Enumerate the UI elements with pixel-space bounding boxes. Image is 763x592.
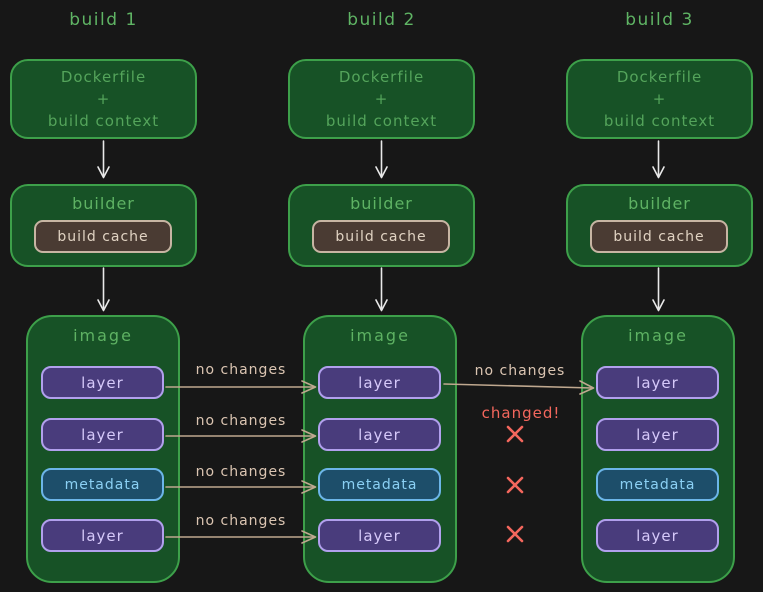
builder-label: builder [350, 194, 413, 213]
arrow-build2-builder-to-image-icon [375, 267, 388, 312]
changed-x-icon [506, 525, 524, 543]
source-line-context: build context [325, 112, 438, 130]
arrow-build1-builder-to-image-icon [97, 267, 110, 312]
build-1-source-box: Dockerfile + build context [10, 59, 197, 139]
build-2-source-box: Dockerfile + build context [288, 59, 475, 139]
layer-label: layer [358, 373, 401, 392]
build-1-title: build 1 [69, 10, 138, 30]
build-3-title: build 3 [625, 10, 694, 30]
source-line-dockerfile: Dockerfile [60, 68, 147, 86]
layer-label: layer [358, 526, 401, 545]
arrow-no-changes-layer1-icon [165, 380, 317, 394]
build-2-layer-3: layer [318, 519, 441, 552]
metadata-label: metadata [341, 476, 418, 493]
layer-label: layer [636, 425, 679, 444]
build-3-image-box: image layer layer metadata layer [581, 315, 735, 583]
source-line-context: build context [603, 112, 716, 130]
no-changes-label: no changes [474, 363, 566, 379]
layer-label: layer [81, 425, 124, 444]
build-3-cache-box: build cache [590, 220, 728, 253]
build-3-layer-2: layer [596, 418, 719, 451]
build-2-image-box: image layer layer metadata layer [303, 315, 457, 583]
build-2-layer-1: layer [318, 366, 441, 399]
source-line-plus: + [652, 90, 667, 108]
build-2-layer-2: layer [318, 418, 441, 451]
cache-label: build cache [57, 228, 149, 245]
no-changes-label: no changes [195, 362, 287, 378]
image-label: image [628, 326, 688, 345]
build-1-layer-2: layer [41, 418, 164, 451]
build-1-metadata: metadata [41, 468, 164, 501]
layer-label: layer [358, 425, 401, 444]
arrow-build1-source-to-builder-icon [97, 140, 110, 179]
build-3-layer-3: layer [596, 519, 719, 552]
layer-label: layer [636, 526, 679, 545]
build-3-builder-box: builder build cache [566, 184, 753, 267]
no-changes-label: no changes [195, 413, 287, 429]
no-changes-label: no changes [195, 513, 287, 529]
changed-x-icon [506, 476, 524, 494]
build-1-image-box: image layer layer metadata layer [26, 315, 180, 583]
build-2-metadata: metadata [318, 468, 441, 501]
metadata-label: metadata [64, 476, 141, 493]
arrow-no-changes-layer3-icon [165, 530, 317, 544]
changed-label: changed! [481, 404, 561, 422]
changed-x-icon [506, 425, 524, 443]
no-changes-label: no changes [195, 464, 287, 480]
build-3-metadata: metadata [596, 468, 719, 501]
source-line-plus: + [96, 90, 111, 108]
arrow-build3-builder-to-image-icon [652, 267, 665, 312]
build-3-source-box: Dockerfile + build context [566, 59, 753, 139]
build-1-layer-3: layer [41, 519, 164, 552]
build-1-layer-1: layer [41, 366, 164, 399]
arrow-no-changes-layer2-icon [165, 429, 317, 443]
layer-label: layer [636, 373, 679, 392]
build-1-builder-box: builder build cache [10, 184, 197, 267]
source-line-dockerfile: Dockerfile [616, 68, 703, 86]
image-label: image [350, 326, 410, 345]
layer-label: layer [81, 373, 124, 392]
source-line-context: build context [47, 112, 160, 130]
arrow-no-changes-build3-layer1-icon [443, 380, 595, 395]
build-2-cache-box: build cache [312, 220, 450, 253]
metadata-label: metadata [619, 476, 696, 493]
build-1-cache-box: build cache [34, 220, 172, 253]
layer-label: layer [81, 526, 124, 545]
arrow-no-changes-metadata-icon [165, 480, 317, 494]
build-3-layer-1: layer [596, 366, 719, 399]
arrow-build2-source-to-builder-icon [375, 140, 388, 179]
cache-label: build cache [613, 228, 705, 245]
image-label: image [73, 326, 133, 345]
source-line-dockerfile: Dockerfile [338, 68, 425, 86]
arrow-build3-source-to-builder-icon [652, 140, 665, 179]
cache-label: build cache [335, 228, 427, 245]
build-2-title: build 2 [347, 10, 416, 30]
builder-label: builder [628, 194, 691, 213]
build-2-builder-box: builder build cache [288, 184, 475, 267]
builder-label: builder [72, 194, 135, 213]
source-line-plus: + [374, 90, 389, 108]
